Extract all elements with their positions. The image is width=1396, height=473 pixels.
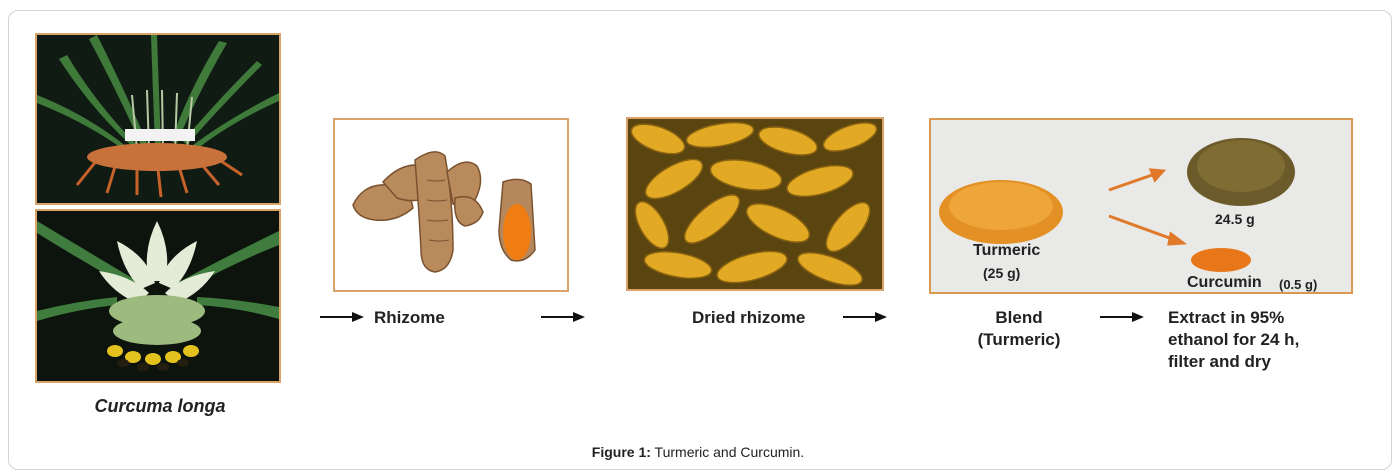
step-rhizome-label: Rhizome <box>374 307 445 329</box>
arrow-plant-to-rhizome <box>320 311 364 323</box>
blend-extraction-panel: Turmeric (25 g) 24.5 g Curcumin (0.5 g) <box>929 118 1353 294</box>
arrow-blend-to-extract <box>1100 311 1144 323</box>
figure-caption-text: Turmeric and Curcumin. <box>651 444 804 460</box>
step-dried-rhizome-label: Dried rhizome <box>692 307 805 329</box>
step-extract-label-3: filter and dry <box>1168 351 1271 373</box>
turmeric-label: Turmeric <box>973 240 1040 262</box>
figure-caption-prefix: Figure 1: <box>592 444 651 460</box>
step-extract-label-1: Extract in 95% <box>1168 307 1284 329</box>
figure-caption: Figure 1: Turmeric and Curcumin. <box>0 444 1396 460</box>
residue-amount: 24.5 g <box>1215 208 1255 230</box>
curcumin-label: Curcumin <box>1187 272 1262 294</box>
rhizome-photo <box>333 118 569 292</box>
plant-flower-photo <box>35 209 281 383</box>
step-extract-label-2: ethanol for 24 h, <box>1168 329 1299 351</box>
turmeric-amount: (25 g) <box>983 262 1020 284</box>
plant-name-caption: Curcuma longa <box>60 396 260 417</box>
dried-rhizome-photo <box>626 117 884 291</box>
curcumin-amount: (0.5 g) <box>1279 274 1317 294</box>
plant-photo-top <box>35 33 281 205</box>
step-blend-label-2: (Turmeric) <box>954 329 1084 351</box>
step-blend-label-1: Blend <box>954 307 1084 329</box>
arrow-rhizome-to-dried <box>541 311 585 323</box>
arrow-dried-to-blend <box>843 311 887 323</box>
